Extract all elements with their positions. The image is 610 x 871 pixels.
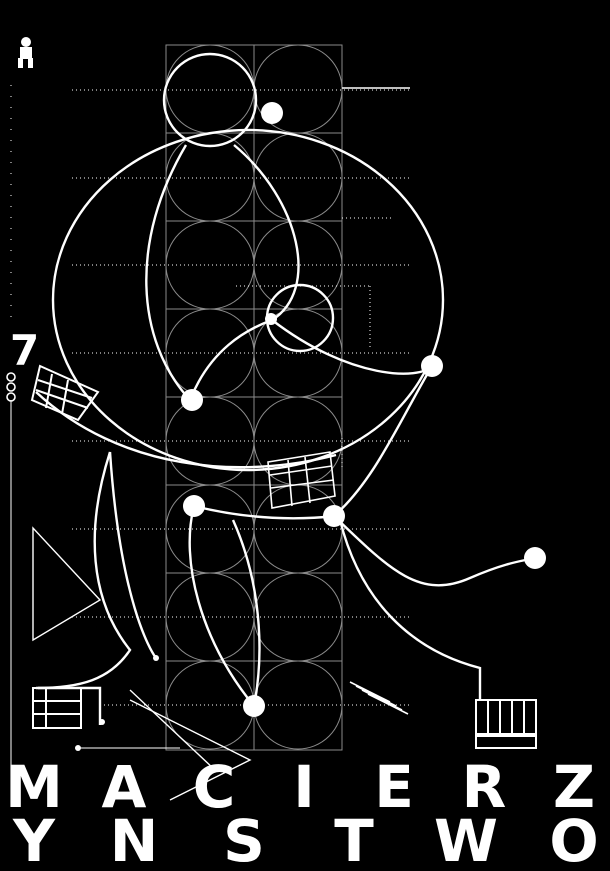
title-letter: W <box>434 807 498 871</box>
mother-figure <box>35 52 536 725</box>
issue-number: 7 <box>10 326 40 375</box>
title-letter: E <box>374 753 414 821</box>
figure-icon <box>18 37 33 68</box>
title-letter: Z <box>552 753 596 821</box>
title-letter: T <box>334 807 374 871</box>
title-letter: M <box>5 753 63 821</box>
boot-right <box>475 699 537 749</box>
guide-lines <box>72 89 410 706</box>
title-letter: S <box>223 807 265 871</box>
grid-column <box>165 44 343 751</box>
joint-nodes <box>75 102 546 751</box>
title-letter: I <box>293 753 315 821</box>
title-letter: N <box>109 807 159 871</box>
triangles <box>32 526 252 801</box>
ruler-circles <box>6 372 16 402</box>
hatch-marks <box>349 681 409 715</box>
boot-left <box>32 687 82 729</box>
sleeve-grid-right <box>267 451 336 509</box>
title-letter: R <box>461 753 507 821</box>
title-line-1: M A C I E R Z <box>0 757 610 817</box>
title-letter: A <box>101 753 147 821</box>
title-line-2: Y N S T W O <box>0 811 610 871</box>
title-letter: Y <box>13 807 55 871</box>
title-letter: O <box>549 807 599 871</box>
title-letter: C <box>192 753 236 821</box>
sleeve-grid-left <box>30 364 100 422</box>
